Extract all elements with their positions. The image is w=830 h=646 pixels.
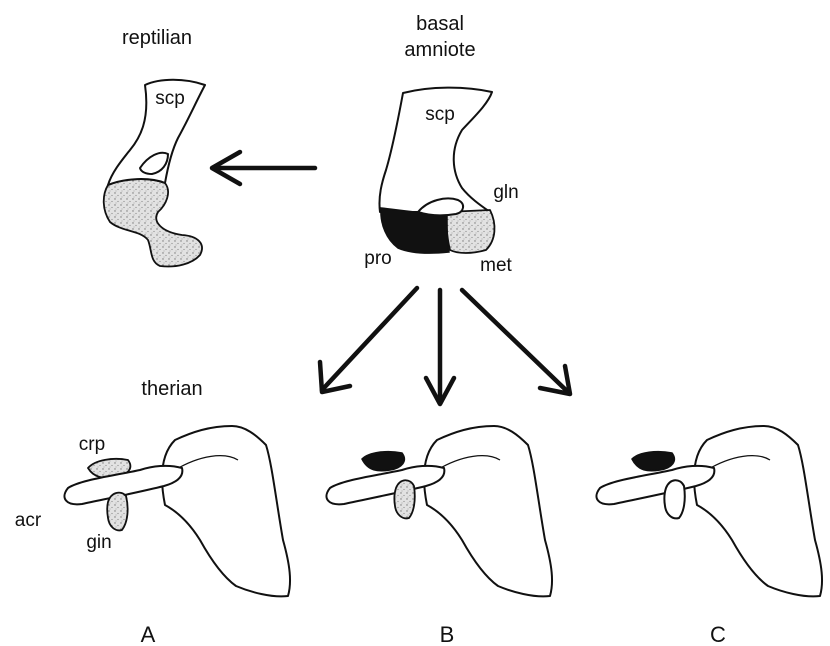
- therian-scapula-blade: [162, 426, 290, 596]
- basal-amniote-title-line1: basal: [416, 13, 464, 35]
- therian-scapula-blade: [424, 426, 552, 596]
- therian-glenoid: [394, 480, 414, 518]
- therian-coracoid-process: [632, 452, 674, 471]
- basal-met-label: met: [480, 255, 512, 276]
- arrow-to-therian-c: [462, 290, 570, 394]
- therian-gin-label: gin: [86, 532, 111, 553]
- reptilian-scp-label: scp: [155, 88, 185, 109]
- therian-crp-label: crp: [79, 434, 105, 455]
- therian-scapula-b: [326, 426, 552, 596]
- therian-glenoid: [107, 493, 127, 531]
- therian-title: therian: [141, 378, 202, 400]
- basal-scp-label: scp: [425, 104, 455, 125]
- reptilian-coracoid-plate: [104, 179, 202, 266]
- panel-label-c: C: [710, 622, 726, 646]
- basal-amniote-title-line2: amniote: [404, 39, 475, 61]
- basal-metacoracoid: [446, 210, 495, 253]
- therian-coracoid-process: [362, 452, 404, 471]
- therian-glenoid: [664, 480, 684, 518]
- reptilian-shoulder-girdle: scp: [104, 80, 205, 267]
- therian-scapula-blade: [694, 426, 822, 596]
- arrow-to-therian-a: [320, 288, 417, 392]
- arrow-to-therian-b: [426, 290, 454, 404]
- basal-pro-label: pro: [364, 248, 391, 269]
- basal-gln-label: gln: [493, 182, 518, 203]
- basal-amniote-shoulder-girdle: scp gln pro met: [364, 88, 518, 276]
- arrow-to-reptilian: [212, 152, 315, 184]
- panel-label-a: A: [141, 622, 156, 646]
- therian-acr-label: acr: [15, 510, 42, 531]
- therian-scapula-c: [596, 426, 822, 596]
- panel-label-b: B: [440, 622, 455, 646]
- reptilian-title: reptilian: [122, 27, 192, 49]
